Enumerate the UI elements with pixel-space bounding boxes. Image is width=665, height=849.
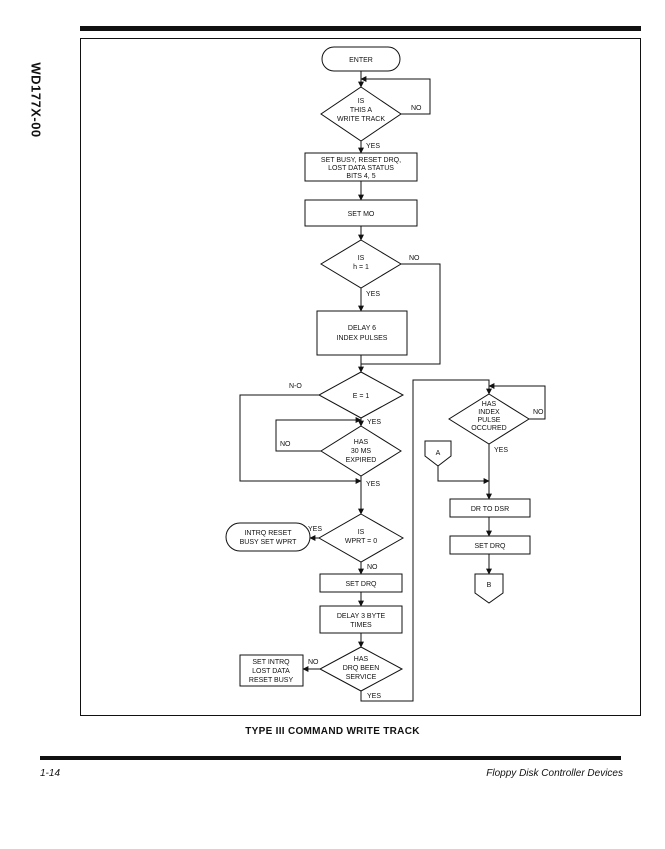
wprt-line: IS bbox=[358, 529, 365, 536]
set-busy-line: SET BUSY, RESET DRQ, bbox=[321, 157, 401, 164]
flow-line-a bbox=[437, 466, 490, 484]
bottom-rule bbox=[40, 756, 621, 760]
30ms-line: 30 MS bbox=[351, 448, 372, 455]
connector-b-text: B bbox=[487, 582, 492, 589]
label-no: NO bbox=[367, 564, 378, 571]
drq-line: HAS bbox=[354, 656, 369, 663]
label-no: NO bbox=[308, 659, 319, 666]
h-line: h = 1 bbox=[353, 264, 369, 271]
figure-caption: TYPE III COMMAND WRITE TRACK bbox=[245, 726, 420, 737]
index-line: HAS bbox=[482, 401, 497, 408]
wprt-line: WPRT = 0 bbox=[345, 538, 377, 545]
set-busy-line: LOST DATA STATUS bbox=[328, 165, 394, 172]
h-line: IS bbox=[358, 255, 365, 262]
flow-line-30ms-no bbox=[275, 417, 362, 452]
flow-line-drq-yes bbox=[360, 379, 492, 702]
footer-title: Floppy Disk Controller Devices bbox=[486, 768, 623, 779]
top-rule bbox=[80, 26, 641, 31]
delay3-line: TIMES bbox=[350, 622, 372, 629]
set-busy-line: BITS 4, 5 bbox=[346, 173, 375, 180]
intrq-reset-line: BUSY SET WPRT bbox=[240, 539, 298, 546]
flow-line-h-no bbox=[361, 263, 441, 365]
set-mo-text: SET MO bbox=[348, 211, 375, 218]
delay6-line: DELAY 6 bbox=[348, 325, 376, 332]
set-intrq-line: RESET BUSY bbox=[249, 677, 294, 684]
flow-line-no-loop bbox=[360, 76, 431, 115]
drq-line: DRQ BEEN bbox=[343, 665, 380, 672]
drq-line: SERVICE bbox=[346, 674, 377, 681]
delay3-line: DELAY 3 BYTE bbox=[337, 613, 386, 620]
index-line: PULSE bbox=[478, 417, 501, 424]
label-yes: YES bbox=[367, 693, 381, 700]
set-busy-box bbox=[304, 152, 418, 182]
set-drq-right-text: SET DRQ bbox=[475, 543, 507, 550]
label-yes: YES bbox=[494, 447, 508, 454]
flow-line-e-no bbox=[239, 394, 362, 484]
intrq-reset-line: INTRQ RESET bbox=[244, 530, 292, 537]
delay3-box bbox=[319, 605, 403, 634]
enter-text: ENTER bbox=[349, 57, 373, 64]
e-text: E = 1 bbox=[353, 393, 370, 400]
label-no: NO bbox=[411, 105, 422, 112]
connector-a bbox=[424, 440, 452, 467]
diagram-frame bbox=[80, 38, 641, 716]
decision-write-track bbox=[320, 86, 402, 142]
write-track-line: THIS A bbox=[350, 107, 373, 114]
label-yes: YES bbox=[366, 481, 380, 488]
connector-b bbox=[474, 573, 504, 604]
set-intrq-line: LOST DATA bbox=[252, 668, 290, 675]
label-yes: YES bbox=[366, 143, 380, 150]
delay6-box bbox=[316, 310, 408, 356]
30ms-line: EXPIRED bbox=[346, 457, 377, 464]
label-no-alt: N-O bbox=[289, 383, 302, 390]
label-yes: YES bbox=[366, 291, 380, 298]
intrq-reset-terminal bbox=[225, 522, 311, 552]
index-line: INDEX bbox=[478, 409, 500, 416]
index-line: OCCURED bbox=[471, 425, 506, 432]
set-drq-text: SET DRQ bbox=[346, 581, 378, 588]
write-track-line: WRITE TRACK bbox=[337, 116, 385, 123]
write-track-line: IS bbox=[358, 98, 365, 105]
30ms-line: HAS bbox=[354, 439, 369, 446]
label-yes: YES bbox=[367, 419, 381, 426]
delay6-line: INDEX PULSES bbox=[337, 335, 388, 342]
flow-line-index-no bbox=[488, 383, 546, 420]
label-no: NO bbox=[409, 255, 420, 262]
label-no: NO bbox=[533, 409, 544, 416]
label-no: NO bbox=[280, 441, 291, 448]
label-yes: YES bbox=[308, 526, 322, 533]
set-intrq-line: SET INTRQ bbox=[252, 659, 290, 666]
set-intrq-box bbox=[239, 654, 304, 687]
connector-a-text: A bbox=[436, 450, 441, 457]
dr-to-dsr-text: DR TO DSR bbox=[471, 506, 509, 513]
page-number: 1-14 bbox=[40, 768, 61, 779]
